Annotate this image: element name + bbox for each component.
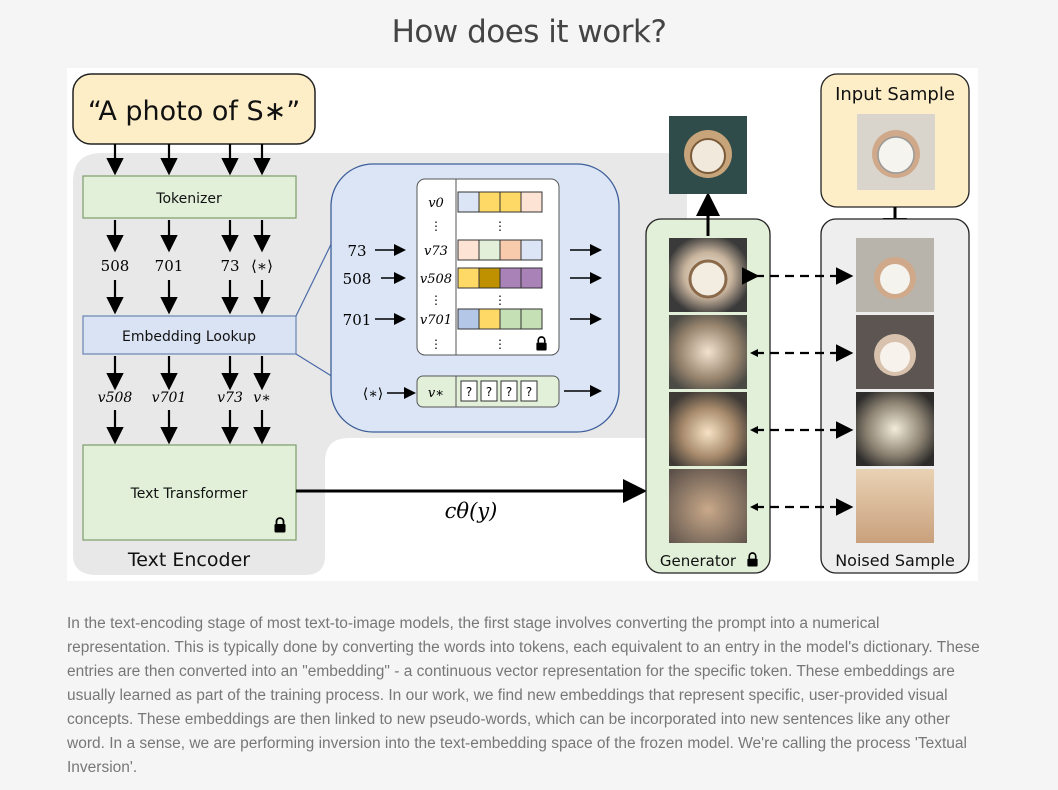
vec-cells-v73	[457, 239, 543, 261]
lookup-dots-1: ⋮	[430, 219, 442, 233]
lookup-dots-2b: ⋮	[494, 293, 506, 307]
vec-cells-v508	[457, 267, 543, 289]
lookup-dots-1b: ⋮	[494, 219, 506, 233]
token-id-star: ⟨∗⟩	[251, 257, 273, 275]
lookup-input-73: 73	[347, 242, 366, 260]
input-sample-label: Input Sample	[835, 84, 955, 105]
generated-image-3	[669, 392, 747, 466]
generator-label: Generator	[660, 552, 737, 570]
noised-image-4	[856, 469, 934, 543]
vec-label-73: v73	[217, 390, 243, 406]
prompt-box	[72, 73, 316, 145]
lookup-input-701: 701	[343, 311, 372, 329]
vec-label-508: v508	[98, 390, 133, 406]
unknown-cell-3: ?	[506, 385, 512, 399]
conditioning-label: cθ(y)	[445, 499, 498, 523]
description-text: In the text-encoding stage of most text-…	[67, 612, 987, 780]
new-token-input: ⟨∗⟩	[363, 386, 383, 402]
generated-image-4	[669, 469, 747, 543]
text-encoder-label: Text Encoder	[127, 549, 250, 571]
lookup-row-v508: v508	[420, 272, 452, 287]
lookup-dots-3: ⋮	[430, 337, 442, 351]
page-title: How does it work?	[391, 14, 667, 50]
unknown-cell-2: ?	[486, 385, 492, 399]
unknown-cell-1: ?	[466, 385, 472, 399]
embedding-lookup-box	[82, 315, 297, 355]
vec-label-701: v701	[152, 390, 187, 406]
vec-label-star: v∗	[253, 390, 270, 406]
generated-image-2	[669, 315, 747, 389]
text-transformer-box	[82, 444, 297, 541]
vec-cells-v0	[457, 191, 543, 213]
vec-cells-v701	[457, 308, 543, 330]
token-id-508: 508	[101, 257, 130, 275]
lookup-input-508: 508	[343, 270, 372, 288]
lookup-row-v73: v73	[424, 244, 448, 259]
lookup-row-v0: v0	[428, 196, 444, 211]
token-id-73: 73	[220, 257, 239, 275]
tokenizer-box	[82, 175, 297, 219]
noised-sample-label: Noised Sample	[835, 551, 955, 570]
text-transformer-label: Text Transformer	[130, 486, 248, 502]
prompt-text: “A photo of S∗”	[88, 96, 300, 127]
new-embedding-vec: v∗	[428, 386, 444, 401]
tokenizer-label: Tokenizer	[155, 191, 222, 207]
lookup-row-v701: v701	[420, 313, 452, 328]
diagram-figure: “A photo of S∗” Tokenizer 508 701 73 ⟨∗⟩…	[67, 68, 978, 581]
token-id-701: 701	[155, 257, 184, 275]
unknown-cells	[460, 380, 538, 402]
lookup-dots-3b: ⋮	[494, 337, 506, 351]
diagram-svg: “A photo of S∗” Tokenizer 508 701 73 ⟨∗⟩…	[72, 73, 970, 575]
noised-image-3	[856, 392, 934, 466]
unknown-cell-4: ?	[526, 385, 532, 399]
description-paragraph: In the text-encoding stage of most text-…	[67, 615, 980, 776]
embedding-lookup-label: Embedding Lookup	[122, 329, 256, 345]
lookup-dots-2: ⋮	[430, 293, 442, 307]
